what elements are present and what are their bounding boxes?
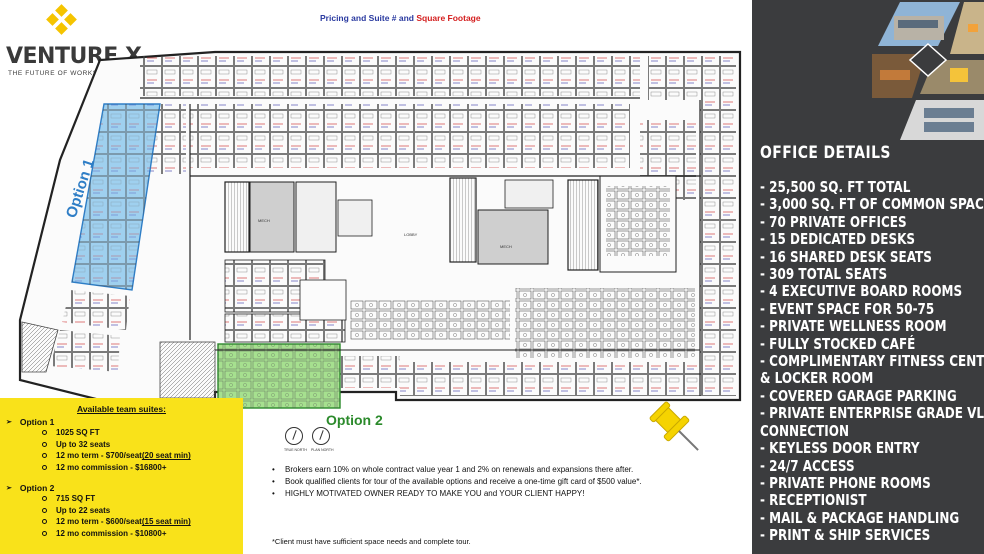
option1-seats: Up to 32 seats [56, 439, 111, 449]
option2-suite-highlight [217, 343, 341, 409]
detail-item: - PRIVATE WELLNESS ROOM [760, 317, 947, 336]
detail-item: - PRIVATE ENTERPRISE GRADE VLAN [760, 404, 984, 423]
note-commission: Brokers earn 10% on whole contract value… [272, 464, 712, 475]
detail-item: - 309 TOTAL SEATS [760, 265, 888, 284]
option1-heading: Option 1 [19, 417, 55, 427]
detail-item: - PRIVATE PHONE ROOMS [760, 473, 931, 492]
detail-item: - 16 SHARED DESK SEATS [760, 247, 932, 266]
option1-seat-min: (20 seat min) [141, 451, 191, 461]
detail-item: & LOCKER ROOM [760, 369, 874, 388]
circle-bullet-icon [42, 430, 47, 436]
detail-item: - MAIL & PACKAGE HANDLING [760, 508, 960, 527]
option1-details: ➢ Option 1 1025 SQ FT Up to 32 seats 12 m… [6, 417, 191, 473]
option2-details: ➢ Option 2 715 SQ FT Up to 22 seats 12 mo… [6, 483, 191, 539]
detail-item: - 3,000 SQ. FT OF COMMON SPACE [760, 195, 984, 214]
note-gift-card: Book qualified clients for tour of the a… [272, 476, 712, 487]
heading-part-pricing: Pricing and Suite # and [320, 13, 417, 23]
detail-item: - FULLY STOCKED CAFÉ [760, 334, 916, 353]
detail-item: - COMPLIMENTARY FITNESS CENTER [760, 352, 984, 371]
office-details-panel: OFFICE DETAILS - 25,500 SQ. FT TOTAL - 3… [752, 0, 984, 554]
option1-sqft: 1025 SQ FT [56, 428, 100, 438]
office-details-list: - 25,500 SQ. FT TOTAL - 3,000 SQ. FT OF … [760, 178, 984, 545]
footnote: *Client must have sufficient space needs… [272, 537, 471, 546]
svg-text:MECH: MECH [258, 218, 270, 223]
circle-bullet-icon [42, 464, 47, 470]
option2-term: 12 mo term - $600/seat [56, 517, 142, 527]
heading-part-square-footage: Square Footage [416, 13, 481, 23]
option2-seats: Up to 22 seats [56, 505, 111, 515]
svg-text:LOBBY: LOBBY [404, 232, 418, 237]
detail-item: CONNECTION [760, 421, 849, 440]
detail-item: - 15 DEDICATED DESKS [760, 230, 916, 249]
true-north-label: TRUE NORTH [284, 448, 307, 452]
option1-commission: 12 mo commission - $16800+ [56, 462, 167, 472]
building-photo-collage [872, 0, 984, 140]
option1-suite-highlight [71, 103, 161, 291]
arrow-bullet-icon: ➢ [6, 485, 12, 492]
detail-item: - 24/7 ACCESS [760, 456, 855, 475]
option1-term: 12 mo term - $700/seat [56, 451, 142, 461]
detail-item: - EVENT SPACE FOR 50-75 [760, 299, 935, 318]
team-suites-title: Available team suites: [77, 404, 166, 414]
circle-bullet-icon [42, 496, 47, 502]
detail-item: - COVERED GARAGE PARKING [760, 386, 957, 405]
page-heading: Pricing and Suite # and Square Footage [320, 13, 481, 23]
option2-sqft: 715 SQ FT [56, 494, 96, 504]
true-north-compass-icon [285, 427, 303, 445]
office-details-title: OFFICE DETAILS [760, 143, 891, 163]
circle-bullet-icon [42, 453, 47, 459]
arrow-bullet-icon: ➢ [6, 419, 12, 426]
logo-tagline: THE FUTURE OF WORKSPACE [8, 70, 118, 77]
circle-bullet-icon [42, 441, 47, 447]
plan-north-compass-icon [312, 427, 330, 445]
option2-plan-label: Option 2 [326, 412, 383, 428]
option2-commission: 12 mo commission - $10800+ [56, 528, 167, 538]
detail-item: - 70 PRIVATE OFFICES [760, 212, 907, 231]
floor-plan: LOBBY MECH MECH [18, 50, 742, 409]
option2-heading: Option 2 [19, 483, 55, 493]
circle-bullet-icon [42, 519, 47, 525]
detail-item: - 4 EXECUTIVE BOARD ROOMS [760, 282, 963, 301]
pushpin-icon [649, 401, 699, 451]
venturex-logo: VENTURE X THE FUTURE OF WORKSPACE [0, 0, 142, 80]
circle-bullet-icon [42, 530, 47, 536]
circle-bullet-icon [42, 507, 47, 513]
broker-notes: Brokers earn 10% on whole contract value… [272, 464, 712, 500]
detail-item: - RECEPTIONIST [760, 491, 867, 510]
logo-diamond-mark [44, 4, 80, 40]
detail-item: - KEYLESS DOOR ENTRY [760, 439, 920, 458]
detail-item: - PRINT & SHIP SERVICES [760, 526, 931, 545]
option2-seat-min: (15 seat min) [141, 517, 191, 527]
plan-north-label: PLAN NORTH [311, 448, 334, 452]
svg-text:MECH: MECH [500, 244, 512, 249]
detail-item: - 25,500 SQ. FT TOTAL [760, 178, 911, 196]
note-motivated-owner: HIGHLY MOTIVATED OWNER READY TO MAKE YOU… [272, 488, 712, 499]
team-suites-panel: Available team suites: ➢ Option 1 1025 SQ… [0, 398, 243, 554]
